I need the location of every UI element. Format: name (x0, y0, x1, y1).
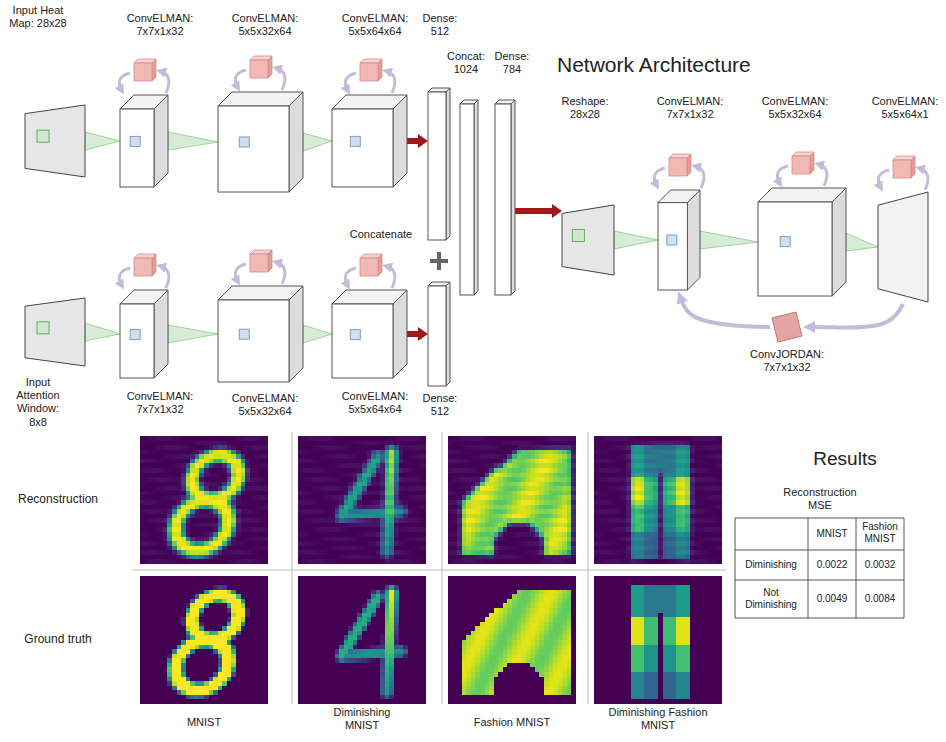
diagram-stage: Network ArchitectureInput Heat Map: 28x2… (0, 0, 946, 742)
